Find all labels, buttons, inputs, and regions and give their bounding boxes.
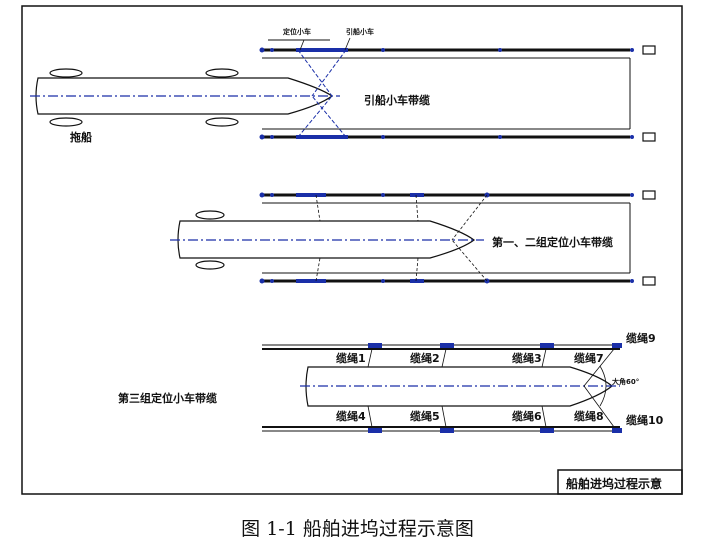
cable-1-label: 缆绳1 [336, 351, 366, 365]
cable-4-label: 缆绳4 [336, 409, 366, 423]
cable-9-label: 缆绳9 [626, 331, 656, 345]
stage3-label: 第三组定位小车带缆 [118, 391, 217, 405]
stage-3: 缆绳1 缆绳2 缆绳3 缆绳7 缆绳4 缆绳5 缆绳6 缆绳8 缆绳9 缆绳10… [118, 331, 664, 433]
title-box [557, 469, 683, 495]
tug-label: 拖船 [70, 130, 92, 144]
cable-2-label: 缆绳2 [410, 351, 440, 365]
figure-caption: 图 1-1 船舶进坞过程示意图 [241, 518, 474, 540]
title-box-text: 船舶进坞过程示意 [566, 476, 662, 491]
ship-hull-2 [177, 220, 476, 259]
stage2-label: 第一、二组定位小车带缆 [492, 235, 613, 249]
cable-6-label: 缆绳6 [512, 409, 542, 423]
stage-1: 定位小车 引船小车 引船小车带缆 拖船 [30, 27, 656, 144]
outer-frame [21, 5, 683, 495]
tug-boat [49, 68, 83, 78]
cable-7-label: 缆绳7 [574, 351, 604, 365]
dock-diagram: 定位小车 引船小车 引船小车带缆 拖船 [21, 5, 683, 495]
cable-8-label: 缆绳8 [574, 409, 604, 423]
stage-2: 第一、二组定位小车带缆 [170, 190, 656, 286]
positioning-cart-label: 定位小车 [283, 27, 311, 36]
tow-cable-label: 引船小车带缆 [364, 93, 430, 107]
cable-3-label: 缆绳3 [512, 351, 542, 365]
ship-hull-3 [305, 366, 613, 407]
tow-cart-label: 引船小车 [346, 27, 374, 36]
cable-10-label: 缆绳10 [626, 413, 664, 427]
cable-5-label: 缆绳5 [410, 409, 440, 423]
angle-label: 大角60° [612, 377, 639, 386]
ship-hull-1 [35, 77, 334, 115]
